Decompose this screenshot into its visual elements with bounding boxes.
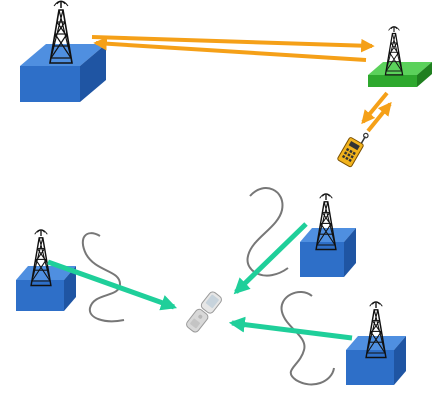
base-station-box-icon [20,44,106,66]
base-station-top-left [20,0,106,102]
multipath-squiggle [280,291,335,386]
downlink-arrow [47,259,178,311]
multipath-squiggle [81,232,125,323]
base-station-box-icon [346,336,406,350]
downlink-arrow [233,222,308,295]
base-station-bottom-right [346,300,406,385]
base-station-bottom-left [16,228,76,311]
handset-link-arrow [366,101,392,133]
base-station-box-icon [16,266,76,280]
handset-link-arrow [361,91,389,125]
backhaul-link-arrow [91,35,375,53]
downlink-arrow [228,316,353,341]
walkie-talkie-icon [337,132,369,168]
multipath-squiggle [246,187,289,277]
base-station-middle-right [300,192,356,277]
flip-phone-icon [186,291,222,333]
base-station-top-right [368,25,432,87]
backhaul-link-arrow [93,36,367,62]
